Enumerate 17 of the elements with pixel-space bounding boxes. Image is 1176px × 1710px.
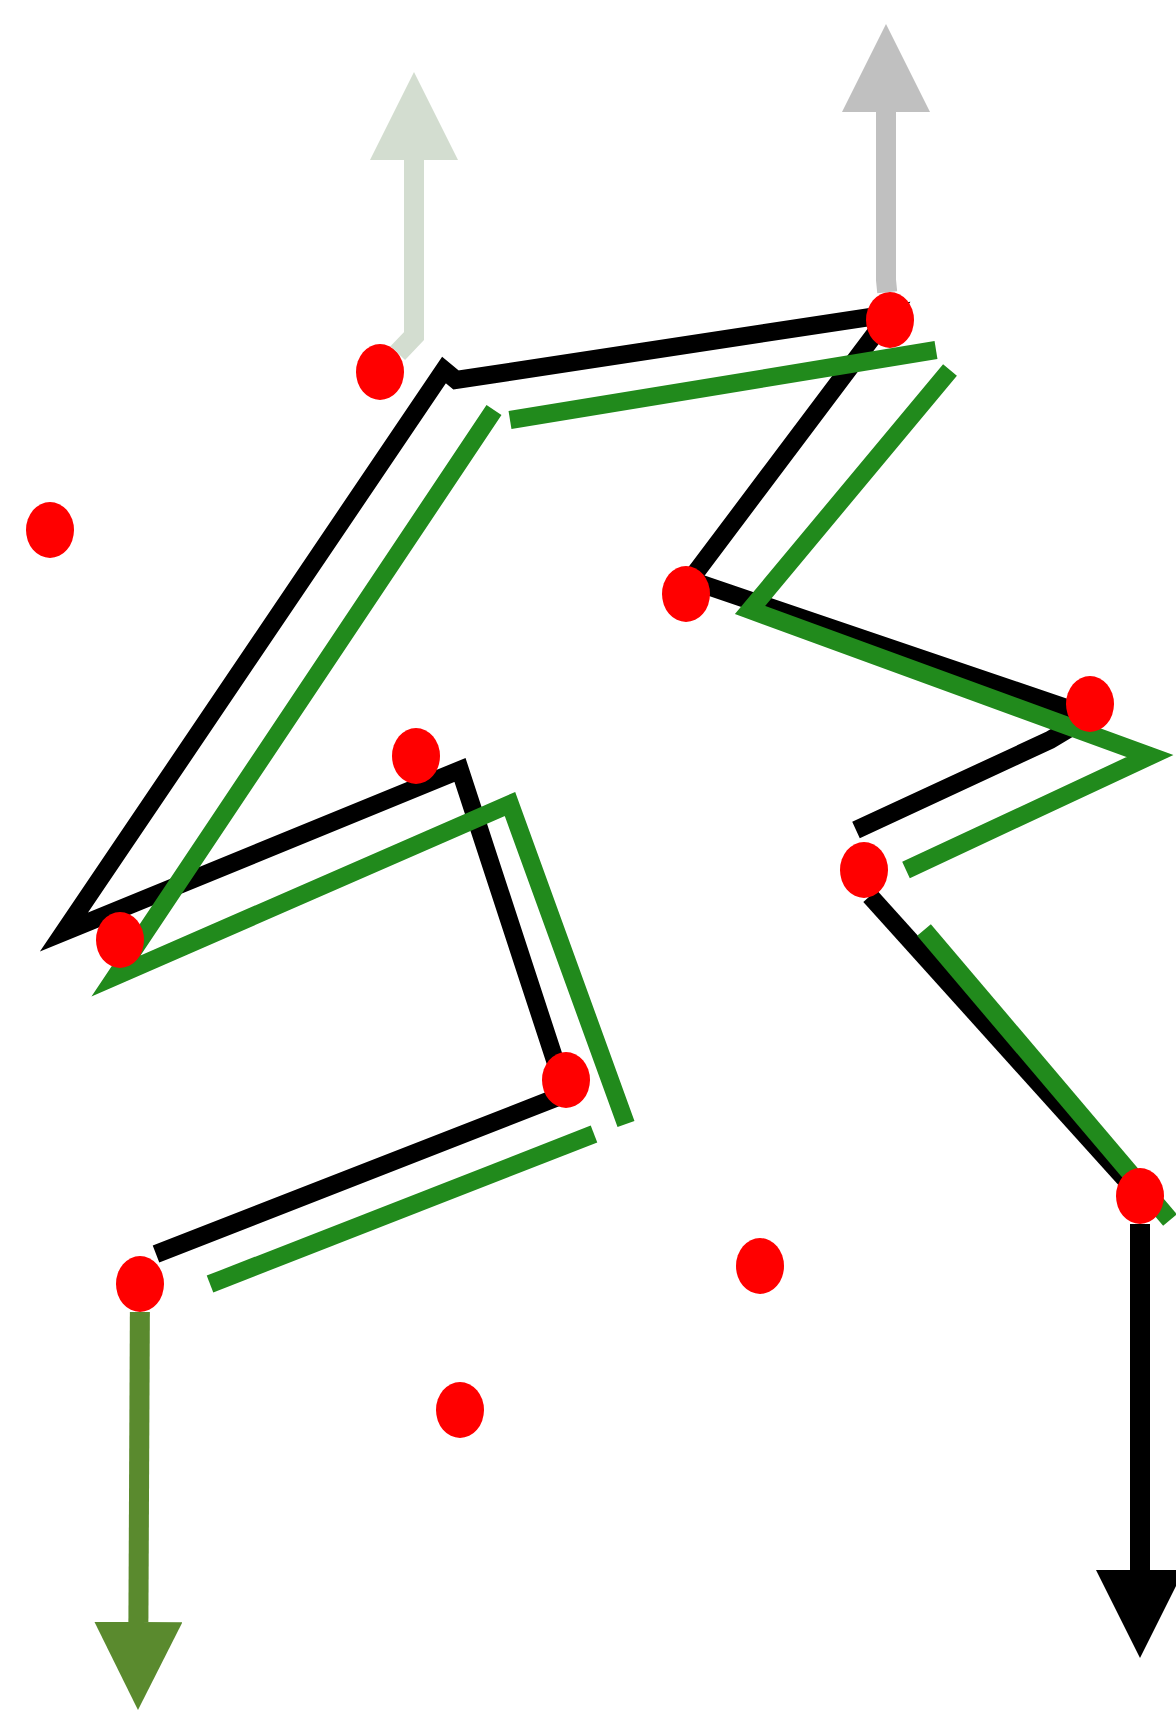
dot-marker <box>1116 1168 1164 1224</box>
arrow <box>370 72 458 361</box>
dot-marker <box>392 728 440 784</box>
dot-marker <box>662 566 710 622</box>
dot-marker <box>96 912 144 968</box>
arrow <box>1096 1224 1176 1658</box>
dot-marker <box>866 292 914 348</box>
dot-marker <box>356 344 404 400</box>
arrow <box>842 24 930 294</box>
dot-marker <box>736 1238 784 1294</box>
dot-marker <box>26 502 74 558</box>
dot-marker <box>1066 676 1114 732</box>
dot-marker <box>436 1382 484 1438</box>
dot-marker <box>116 1256 164 1312</box>
dot-marker <box>542 1052 590 1108</box>
dot-marker <box>840 842 888 898</box>
arrow <box>94 1311 183 1710</box>
